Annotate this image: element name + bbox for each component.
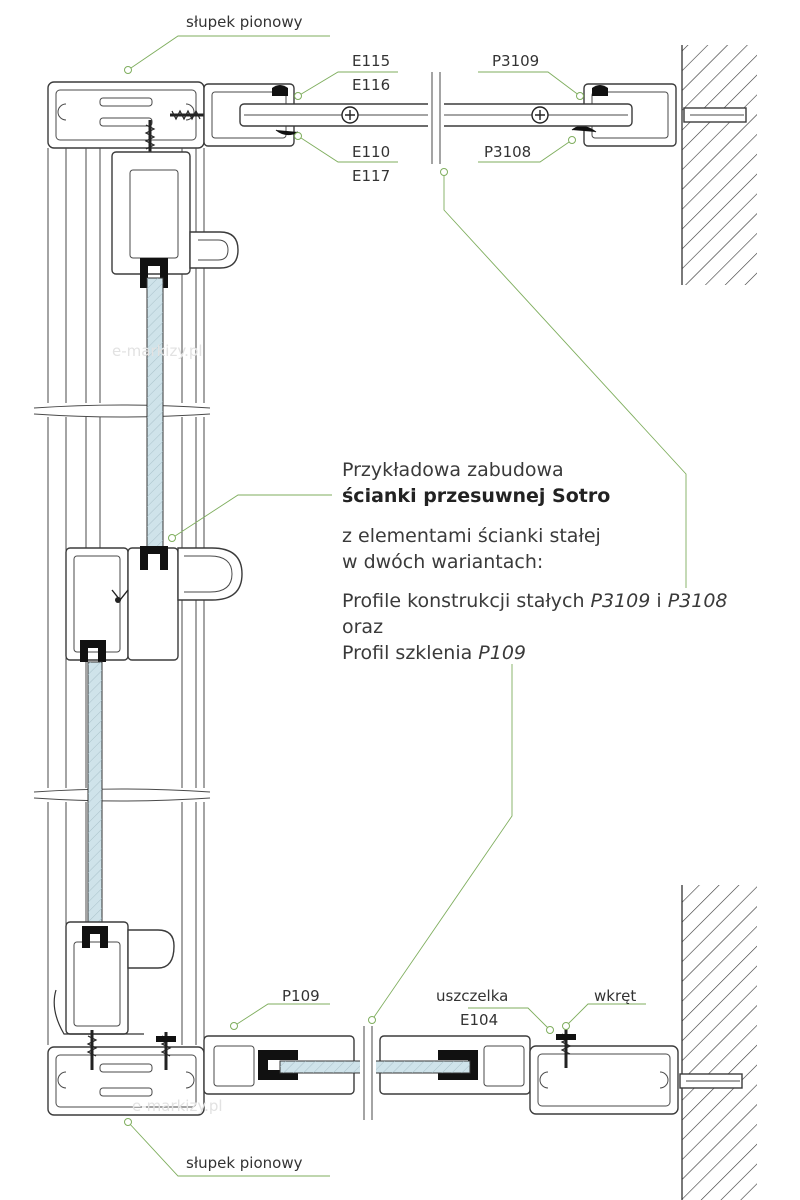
break-line [33, 788, 211, 802]
watermark-top: e-markizy.pl [112, 342, 203, 360]
code-p3109: P3109 [591, 590, 651, 612]
wall-bottom-right [681, 885, 757, 1200]
screw-icon [170, 109, 205, 121]
screw-icon [556, 1028, 576, 1068]
label-p109: P109 [282, 987, 320, 1005]
glass-hatching [88, 662, 102, 934]
description-line-1: Przykładowa zabudowa [342, 459, 564, 481]
label-e117: E117 [352, 167, 390, 185]
wall-post-bottom-right [529, 1045, 679, 1115]
label-p3109: P3109 [492, 52, 539, 70]
screw-head-icon [531, 106, 549, 124]
label-e110: E110 [352, 143, 390, 161]
wall-anchor-bottom [679, 1073, 743, 1089]
description-line-4: w dwóch wariantach: [342, 551, 543, 573]
description-line-7-text: Profil szklenia [342, 642, 478, 664]
sash-profile-middle [65, 546, 243, 662]
label-slupek-bottom: słupek pionowy [186, 1154, 303, 1172]
sash-profile-top [111, 151, 239, 288]
label-wkret: wkręt [594, 987, 636, 1005]
description-line-5-mid: i [650, 590, 667, 612]
description-line-5-text: Profile konstrukcji stałych [342, 590, 591, 612]
watermark-bottom: e-markizy.pl [132, 1097, 223, 1115]
label-e115: E115 [352, 52, 390, 70]
break-symbol-top [428, 72, 444, 164]
screw-icon [86, 1030, 98, 1070]
description-line-2: ścianki przesuwnej Sotro [342, 485, 610, 507]
leader-lines [124, 35, 687, 1177]
description-line-7: Profil szklenia P109 [342, 642, 526, 664]
code-p3108: P3108 [668, 590, 728, 612]
label-slupek-top: słupek pionowy [186, 13, 303, 31]
label-e116: E116 [352, 76, 390, 94]
description-line-3: z elementami ścianki stałej [342, 525, 601, 547]
description-line-5: Profile konstrukcji stałych P3109 i P310… [342, 590, 728, 612]
label-uszczelka: uszczelka [436, 987, 508, 1005]
screw-icon [156, 1032, 176, 1070]
label-e104: E104 [460, 1011, 498, 1029]
label-p3108: P3108 [484, 143, 531, 161]
break-line [33, 403, 211, 418]
screw-head-icon [341, 106, 359, 124]
sash-profile-bottom [53, 921, 175, 1035]
break-symbol-bottom [360, 1026, 376, 1120]
wall-top-right [681, 45, 757, 285]
code-p109: P109 [478, 642, 526, 664]
glass-hatching [147, 278, 163, 550]
description-line-6: oraz [342, 616, 383, 638]
wall-anchor-top [683, 107, 747, 123]
